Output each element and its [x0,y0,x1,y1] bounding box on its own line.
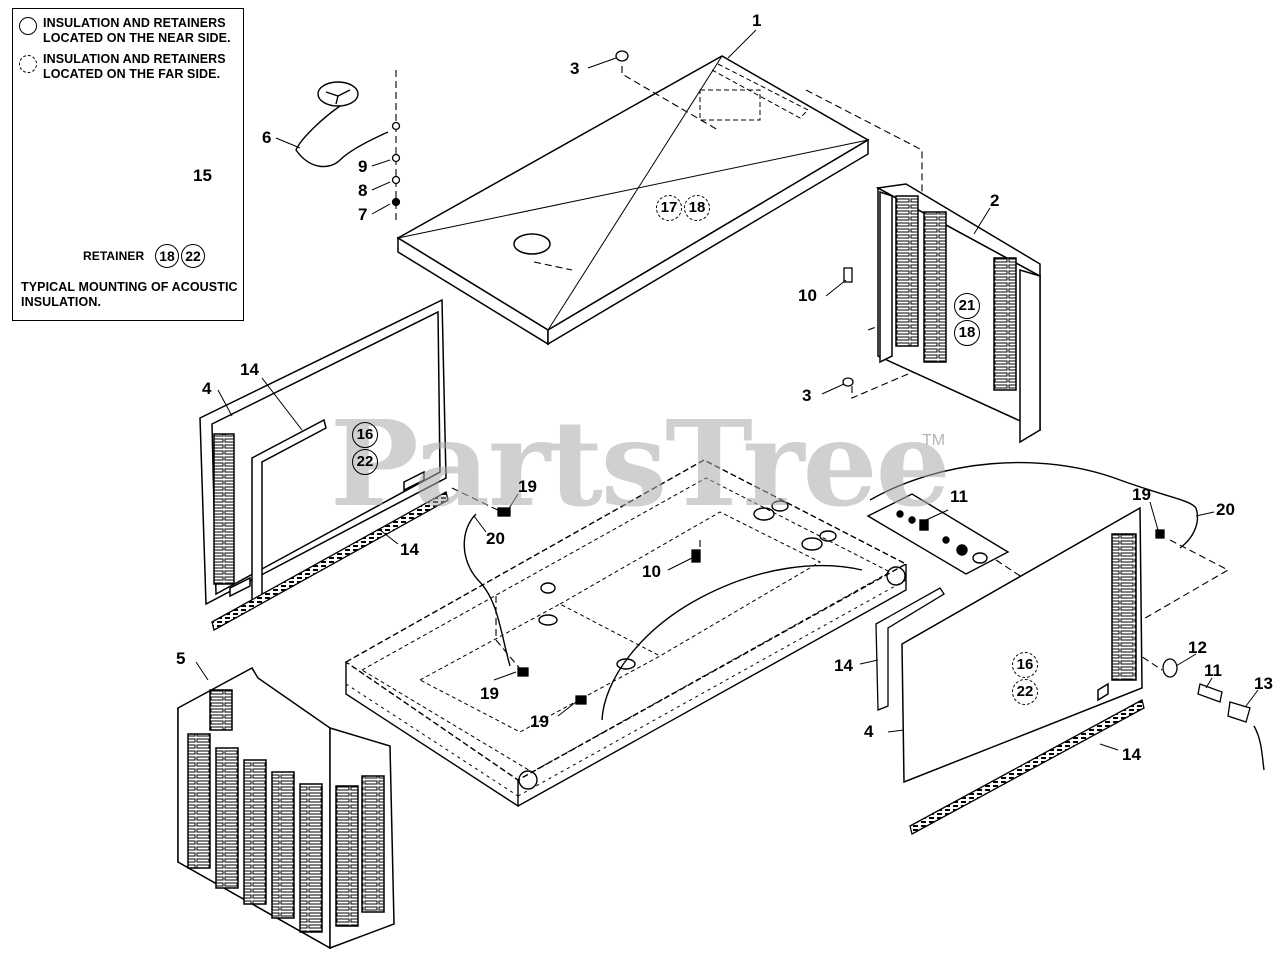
callout-8: 8 [358,181,368,200]
far-side-dashed-circle-icon [19,55,37,73]
near-side-circle-icon [19,17,37,35]
callout-13: 13 [1254,674,1273,693]
legend-far-side-text: INSULATION AND RETAINERS LOCATED ON THE … [43,52,226,81]
callout-10-center: 10 [642,562,661,581]
wires [295,81,1265,771]
ref-ring-18-roof: 18 [684,195,710,221]
callout-14-left-top: 14 [240,360,259,379]
roof-panel [396,55,870,346]
callout-20-right: 20 [1216,500,1235,519]
retainer-label: RETAINER [83,249,145,263]
callout-4-left: 4 [202,379,212,398]
ref-ring-16-right: 16 [1012,652,1038,678]
callout-19-right: 19 [1132,485,1151,504]
callout-14-right-bottom: 14 [1122,745,1141,764]
trademark-mark: TM [922,432,946,449]
right-side-panel [901,506,1143,784]
left-bottom-rail [211,491,449,631]
callout-12: 12 [1188,638,1207,657]
callout-15: 15 [193,166,212,185]
callout-3-right: 3 [802,386,812,405]
ref-ring-16-left: 16 [352,422,378,448]
callout-19-lower-left: 19 [480,684,499,703]
retainer-ref-18: 18 [155,244,179,268]
right-bottom-rail [909,699,1145,835]
callout-7: 7 [358,205,368,224]
callout-5: 5 [176,649,186,668]
callout-10-right: 10 [798,286,817,305]
ref-ring-21: 21 [954,293,980,319]
callout-4-right: 4 [864,722,874,741]
retainer-ref-22: 22 [181,244,205,268]
ref-ring-18-end: 18 [954,320,980,346]
partstree-watermark: PartsTree [330,394,951,533]
control-panel-plate [866,493,1010,575]
callout-3-top: 3 [570,59,580,78]
right-top-rail [875,587,945,711]
legend-box: INSULATION AND RETAINERS LOCATED ON THE … [12,8,244,321]
ref-ring-22-left: 22 [352,449,378,475]
leader-lines [195,29,1259,751]
callout-6: 6 [262,128,272,147]
ref-ring-22-right: 22 [1012,679,1038,705]
callout-11-bottom: 11 [1204,661,1222,680]
callout-14-right-top: 14 [834,656,853,675]
callout-19-lower: 19 [530,712,549,731]
callout-19-top: 19 [518,477,537,496]
callout-11-top: 11 [950,487,968,506]
ref-ring-17: 17 [656,195,682,221]
callout-2: 2 [990,191,1000,210]
callout-14-left-bottom: 14 [400,540,419,559]
front-end-panel [177,666,395,950]
callout-20-left: 20 [486,529,505,548]
base-frame [344,459,908,808]
left-side-panel [199,298,447,608]
hardware [391,50,1251,723]
legend-caption: TYPICAL MOUNTING OF ACOUSTIC INSULATION. [21,280,238,309]
callout-1: 1 [752,11,762,30]
callout-9: 9 [358,157,368,176]
legend-near-side-text: INSULATION AND RETAINERS LOCATED ON THE … [43,16,231,45]
